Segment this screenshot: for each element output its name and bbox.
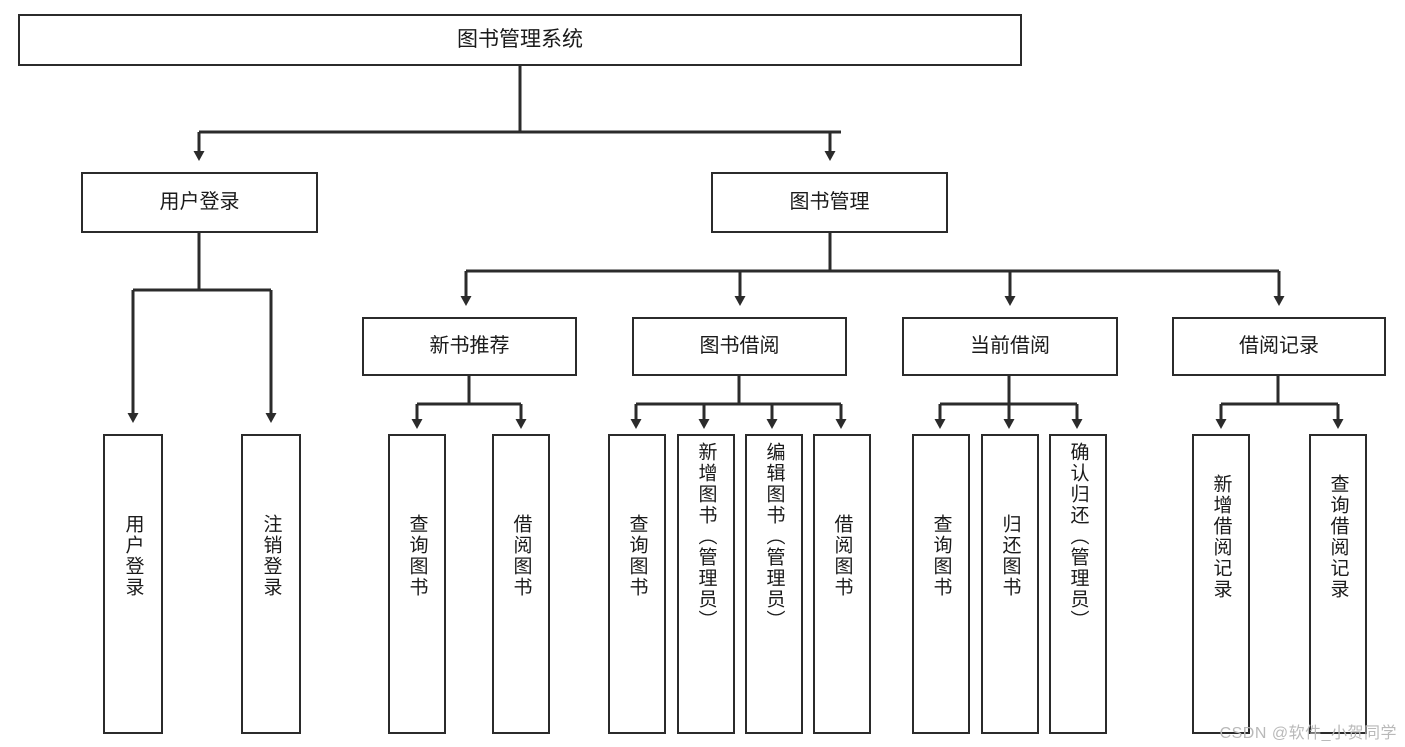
node-leaf-query-record-label: 查询借阅记录 [1327, 474, 1349, 600]
node-leaf-borrow-book-1[interactable]: 借阅图书 [492, 434, 550, 734]
node-leaf-borrow-book-2[interactable]: 借阅图书 [813, 434, 871, 734]
node-leaf-borrow-book-2-label: 借阅图书 [831, 514, 853, 598]
node-leaf-query-book-1[interactable]: 查询图书 [388, 434, 446, 734]
node-borrow-record[interactable]: 借阅记录 [1172, 317, 1386, 376]
node-leaf-query-book-1-label: 查询图书 [406, 514, 428, 598]
node-leaf-logout-login-label: 注销登录 [260, 514, 282, 598]
node-leaf-add-record-label: 新增借阅记录 [1210, 474, 1232, 600]
node-current-borrow-label: 当前借阅 [970, 335, 1050, 358]
node-leaf-query-book-3-label: 查询图书 [930, 514, 952, 598]
node-leaf-borrow-book-1-label: 借阅图书 [510, 514, 532, 598]
node-leaf-add-record[interactable]: 新增借阅记录 [1192, 434, 1250, 734]
node-leaf-edit-book-label: 编辑图书（管理员） [763, 442, 785, 631]
node-new-book-recommend-label: 新书推荐 [429, 335, 510, 358]
node-leaf-user-login[interactable]: 用户登录 [103, 434, 163, 734]
node-leaf-add-book-label: 新增图书（管理员） [695, 442, 717, 631]
node-leaf-edit-book[interactable]: 编辑图书（管理员） [745, 434, 803, 734]
csdn-watermark: CSDN @软件_小贺同学 [1219, 725, 1397, 742]
node-leaf-add-book[interactable]: 新增图书（管理员） [677, 434, 735, 734]
node-book-borrow[interactable]: 图书借阅 [632, 317, 847, 376]
node-leaf-confirm-return-label: 确认归还（管理员） [1067, 442, 1089, 631]
node-current-borrow[interactable]: 当前借阅 [902, 317, 1118, 376]
node-user-login-label: 用户登录 [159, 191, 240, 214]
node-book-management[interactable]: 图书管理 [711, 172, 948, 233]
node-leaf-return-book-label: 归还图书 [999, 514, 1021, 598]
node-user-login[interactable]: 用户登录 [81, 172, 318, 233]
node-root-system[interactable]: 图书管理系统 [18, 14, 1022, 66]
node-book-borrow-label: 图书借阅 [699, 335, 780, 358]
node-leaf-user-login-label: 用户登录 [122, 514, 144, 598]
node-leaf-query-book-3[interactable]: 查询图书 [912, 434, 970, 734]
node-borrow-record-label: 借阅记录 [1239, 335, 1319, 358]
node-leaf-logout-login[interactable]: 注销登录 [241, 434, 301, 734]
node-root-label: 图书管理系统 [457, 28, 583, 52]
node-leaf-query-book-2-label: 查询图书 [626, 514, 648, 598]
node-leaf-query-record[interactable]: 查询借阅记录 [1309, 434, 1367, 734]
node-leaf-return-book[interactable]: 归还图书 [981, 434, 1039, 734]
node-leaf-query-book-2[interactable]: 查询图书 [608, 434, 666, 734]
node-new-book-recommend[interactable]: 新书推荐 [362, 317, 577, 376]
node-leaf-confirm-return[interactable]: 确认归还（管理员） [1049, 434, 1107, 734]
node-book-management-label: 图书管理 [789, 191, 870, 214]
